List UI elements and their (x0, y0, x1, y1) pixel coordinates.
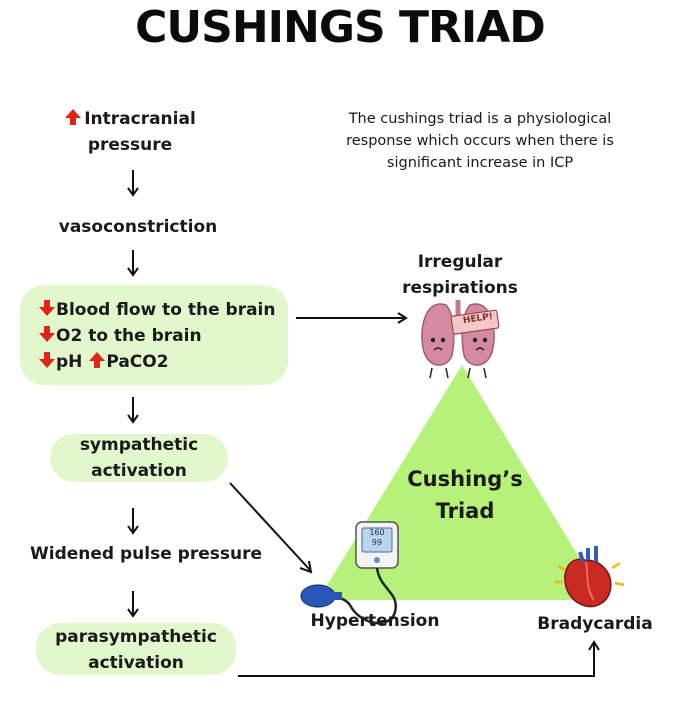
irregular-respirations-line-2: respirations (402, 278, 518, 298)
parasympathetic-box (36, 623, 236, 675)
o2-line: O2 to the brain (38, 323, 298, 349)
flow-arrow-1-head (127, 187, 139, 197)
flow-arrow-5-head (127, 608, 139, 618)
icp-label: Intracranial pressure (40, 106, 220, 158)
bradycardia-label: Bradycardia (537, 614, 653, 634)
flow-arrow-4-head (127, 525, 139, 535)
physiology-box (20, 285, 288, 385)
irregular-respirations-line-1: Irregular (417, 252, 503, 272)
red-up-arrow-icon (89, 352, 106, 368)
icp-line-1: Intracranial (40, 106, 220, 132)
respirations-arrow (296, 312, 408, 324)
hypertension-label: Hypertension (310, 611, 440, 631)
bp-systolic: 160 (369, 528, 385, 537)
sympathetic-line-2: activation (91, 461, 187, 481)
sympathetic-line-1: sympathetic (79, 435, 199, 455)
red-down-arrow-icon (39, 300, 55, 316)
description: The cushings triad is a physiological re… (330, 108, 630, 174)
blood-flow-line: Blood flow to the brain (38, 297, 298, 323)
icp-line-2: pressure (87, 135, 173, 155)
flow-arrow-2-head (127, 267, 139, 277)
blood-pressure-monitor-icon (300, 521, 399, 625)
hypertension-arrow (229, 482, 313, 574)
cushings-triad-label: Cushing’s Triad (390, 463, 540, 527)
description-line-3: significant increase in ICP (386, 155, 574, 171)
description-line-1: The cushings triad is a physiological (348, 111, 612, 127)
cushings-triad-line-2: Triad (435, 499, 495, 523)
page-title: CUSHINGS TRIAD (135, 2, 546, 53)
red-down-arrow-icon (39, 352, 55, 368)
heart-icon (555, 546, 625, 608)
physiology-box-text: Blood flow to the brain O2 to the brain … (38, 297, 298, 375)
red-up-arrow-icon (65, 109, 82, 125)
vasoconstriction-label: vasoconstriction (58, 217, 218, 237)
widened-pulse-pressure-label: Widened pulse pressure (30, 544, 262, 564)
flow-arrows (127, 170, 139, 618)
red-down-arrow-icon (39, 326, 55, 342)
cushings-triad-line-1: Cushing’s (407, 467, 523, 491)
parasympathetic-line-1: parasympathetic (55, 627, 217, 647)
sympathetic-label: sympathetic activation (50, 432, 228, 484)
lungs-icon (421, 300, 500, 379)
parasympathetic-line-2: activation (88, 653, 184, 673)
parasympathetic-label: parasympathetic activation (36, 624, 236, 676)
bp-diastolic: 99 (371, 538, 383, 547)
description-line-2: response which occurs when there is (346, 133, 614, 149)
sympathetic-box (50, 434, 228, 482)
irregular-respirations-label: Irregular respirations (380, 249, 540, 301)
bp-readout: 160 99 (362, 528, 392, 548)
ph-paco2-line: pH PaCO2 (38, 349, 298, 375)
flow-arrow-3-head (127, 414, 139, 424)
bradycardia-arrow (238, 640, 600, 677)
